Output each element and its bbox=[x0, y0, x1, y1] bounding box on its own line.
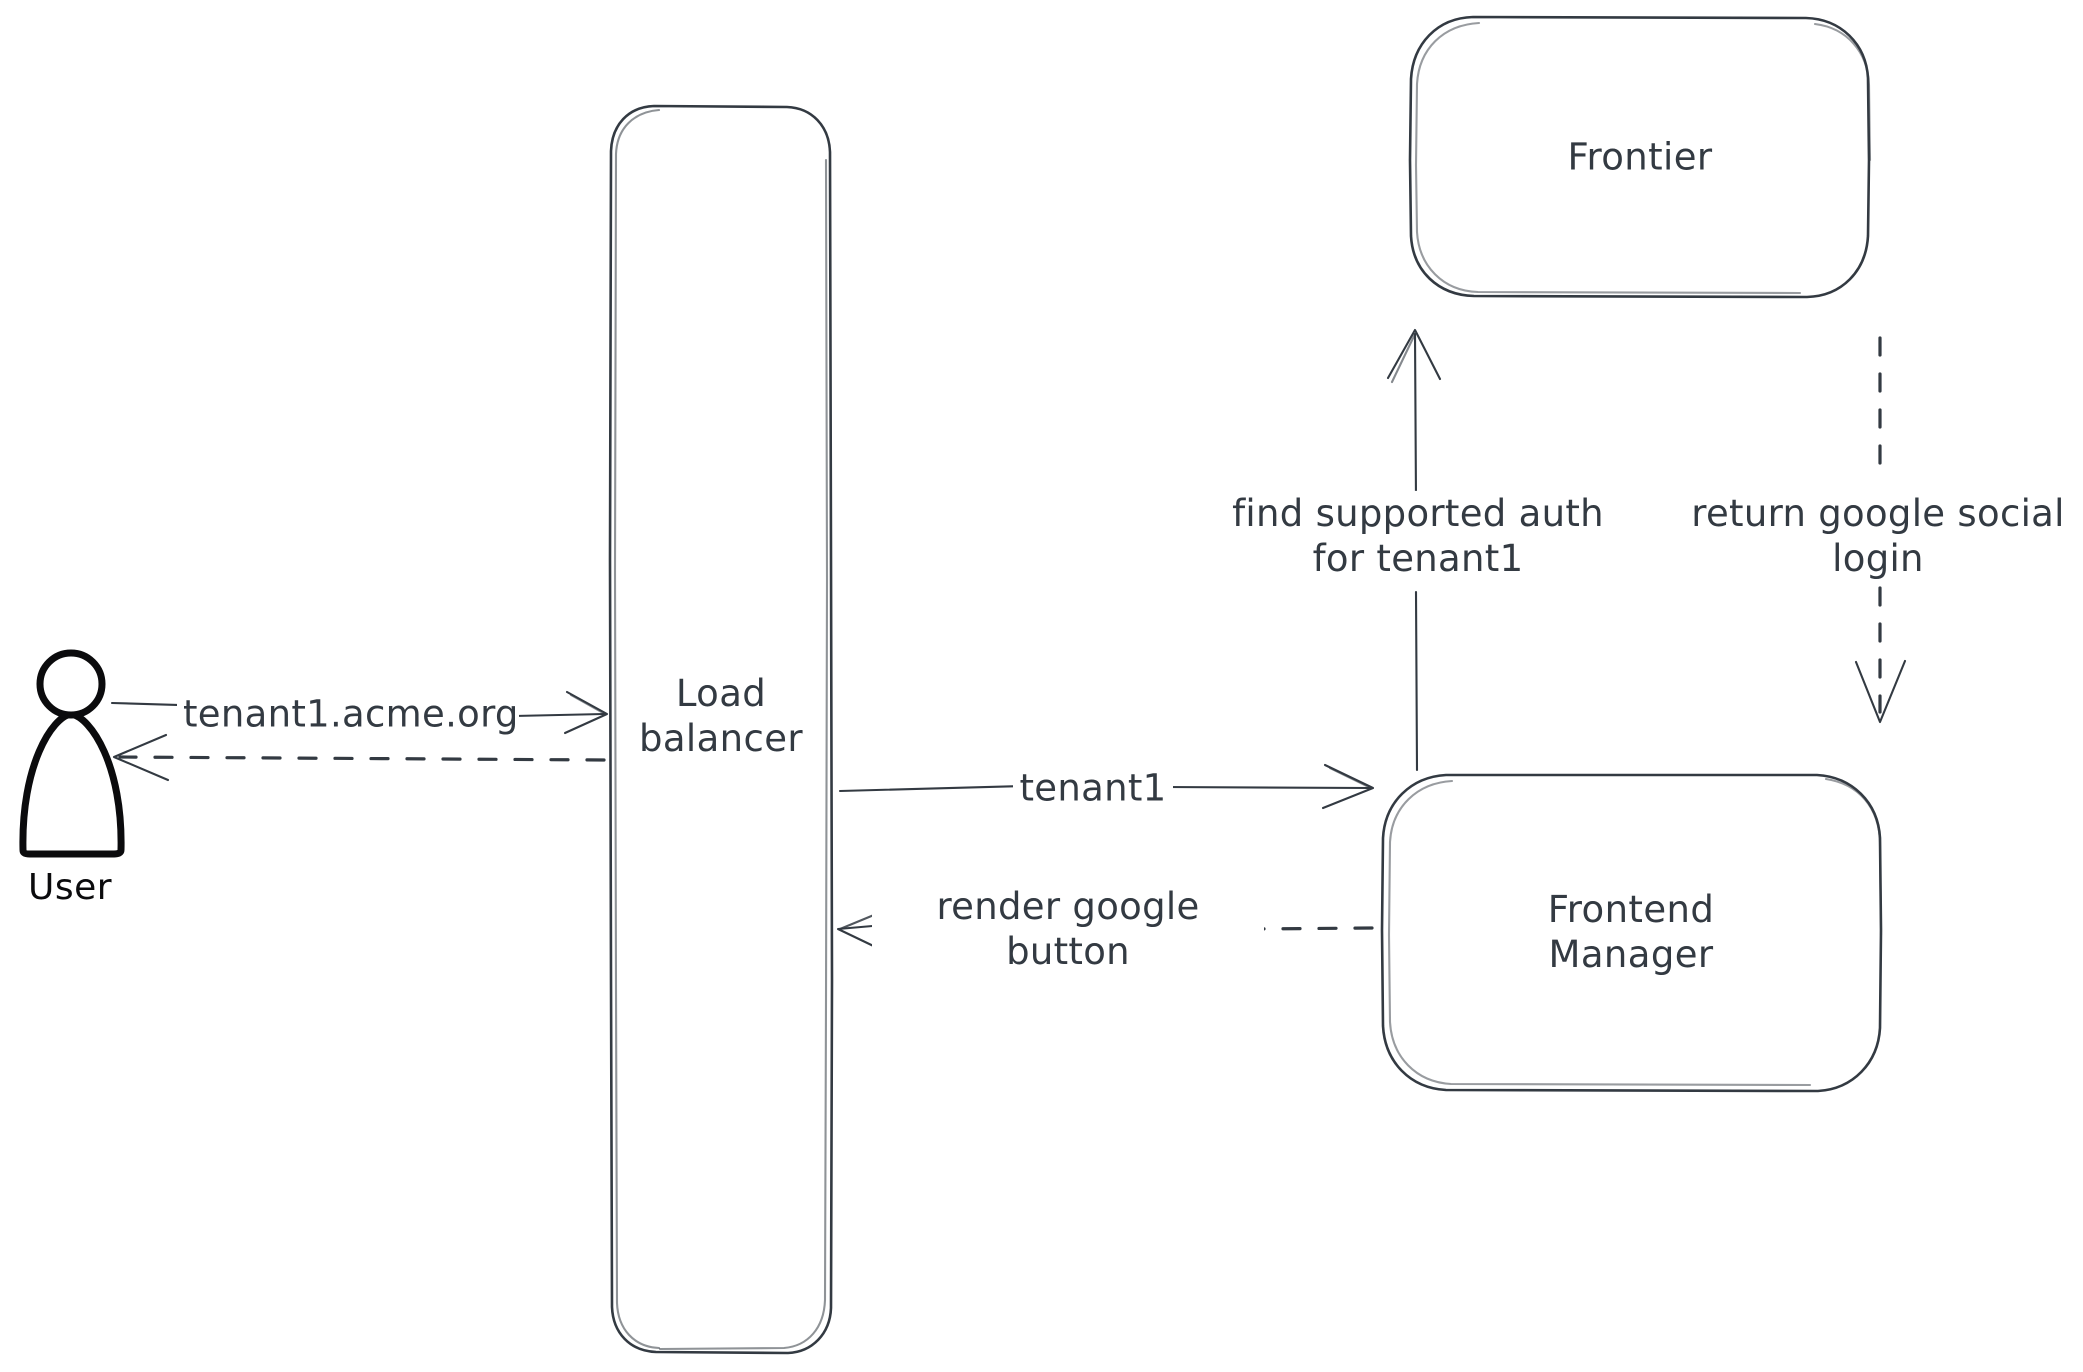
node-frontend-manager-shape[interactable] bbox=[1380, 773, 1883, 1093]
node-load-balancer-shape[interactable] bbox=[608, 104, 834, 1355]
edge-lb-to-user[interactable] bbox=[112, 733, 606, 782]
user-actor-icon bbox=[19, 649, 125, 858]
node-frontier-shape[interactable] bbox=[1408, 15, 1872, 299]
edge-fm-to-lb[interactable] bbox=[836, 908, 1374, 954]
edge-lb-to-fm[interactable] bbox=[838, 763, 1375, 810]
edge-user-to-lb[interactable] bbox=[110, 690, 609, 735]
edge-frontier-to-fm[interactable] bbox=[1854, 336, 1907, 724]
edge-fm-to-frontier[interactable] bbox=[1386, 328, 1442, 772]
